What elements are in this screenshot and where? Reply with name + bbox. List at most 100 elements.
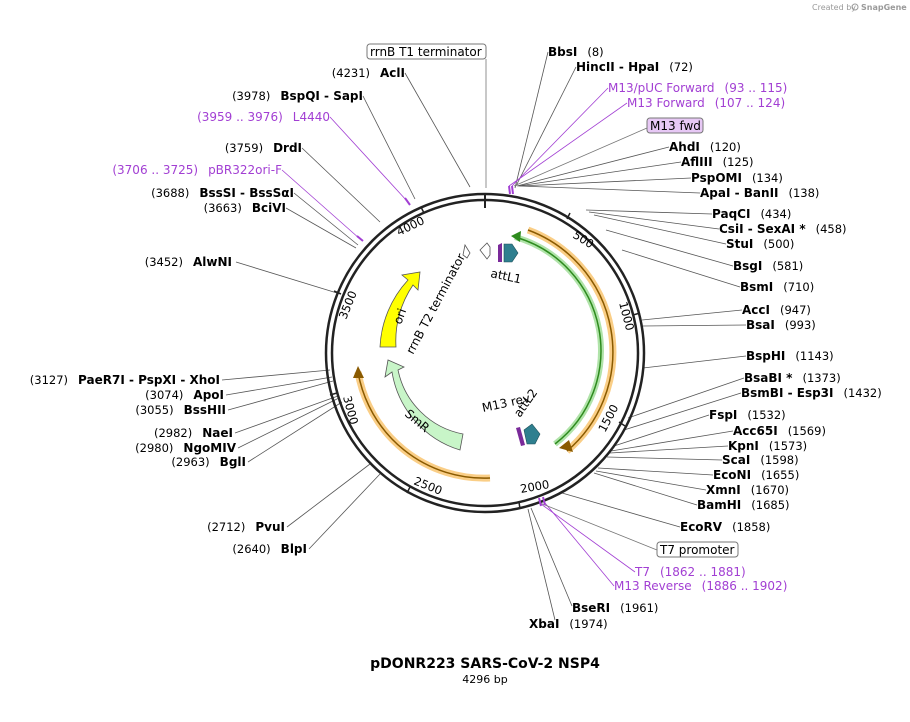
insert-inner-arrowhead — [511, 231, 521, 242]
site-label-bamhi: BamHI(1685) — [697, 498, 790, 512]
rrnb-t1-box: rrnB T1 terminator — [366, 43, 487, 60]
leader-line-t7-promoter — [539, 502, 658, 551]
leader-line-ahdi — [516, 146, 670, 187]
tick-label-1000: 1000 — [616, 300, 637, 332]
leader-line-acci — [641, 309, 743, 321]
tick-label-500: 500 — [570, 228, 596, 252]
primer-site-l4440 — [404, 197, 411, 206]
site-label-kpni: KpnI(1573) — [728, 439, 807, 453]
site-position-bsssi: (3688) — [151, 186, 189, 200]
site-position-paqci: (434) — [760, 207, 791, 221]
site-name-bsai: BsaI — [746, 318, 775, 332]
snapgene-logo-icon — [851, 3, 859, 11]
leader-line-bsphi — [642, 355, 747, 369]
plasmid-length: 4296 bp — [462, 673, 507, 686]
site-position-naei: (2982) — [154, 426, 192, 440]
site-name-apai: ApaI - BanII — [700, 186, 779, 200]
leader-line-m13r — [544, 502, 615, 587]
rrnb-t1-arrow-icon — [479, 242, 491, 260]
site-position-bsshii: (3055) — [135, 403, 173, 417]
leader-line-bsmbi — [623, 392, 742, 431]
site-name-paqci: PaqCI — [712, 207, 750, 221]
lower-left-arrowhead — [353, 366, 364, 378]
site-label-paer7i: (3127)PaeR7I - PspXI - XhoI — [30, 373, 220, 387]
site-label-bsabi: BsaBI *(1373) — [744, 371, 841, 385]
site-name-ecorv: EcoRV — [680, 520, 723, 534]
site-name-bseri: BseRI — [572, 601, 610, 615]
site-name-kpni: KpnI — [728, 439, 759, 453]
plasmid-name: pDONR223 SARS-CoV-2 NSP4 — [370, 656, 600, 672]
leader-line-econi — [597, 467, 714, 476]
site-label-m13f: M13 Forward (107 .. 124) — [627, 96, 785, 110]
leader-line-m13-fwd — [513, 127, 648, 187]
leader-line-acli — [404, 72, 471, 188]
attl1-label: attL1 — [489, 266, 522, 286]
t7-promoter-box: T7 promoter — [656, 541, 739, 558]
insert-outer-arc — [527, 229, 614, 452]
leader-line-apoi — [225, 376, 333, 396]
site-position-xbai: (1974) — [569, 617, 607, 631]
site-label-bsmi: BsmI(710) — [740, 280, 814, 294]
site-position-bsphi: (1143) — [795, 349, 833, 363]
leader-line-pspomi — [518, 177, 692, 187]
leader-line-m13puc — [511, 87, 609, 187]
site-name-aflii: AflIII — [681, 155, 713, 169]
site-name-apoi: ApoI — [193, 388, 224, 402]
site-position-bsmbi: (1432) — [843, 386, 881, 400]
primer-site-m13-reverse — [542, 496, 546, 506]
site-name-xbai: XbaI — [529, 617, 559, 631]
site-position-m13f: (107 .. 124) — [715, 96, 785, 110]
primer-sites — [356, 185, 546, 507]
site-label-ahdi: AhdI(120) — [669, 140, 741, 154]
site-label-apoi: (3074)ApoI — [145, 388, 224, 402]
site-position-bsabi: (1373) — [802, 371, 840, 385]
site-position-m13r: (1886 .. 1902) — [702, 579, 788, 593]
site-name-bspqi: BspQI - SapI — [280, 89, 363, 103]
site-position-alwni: (3452) — [145, 255, 183, 269]
site-name-pbr322: pBR322ori-F — [208, 163, 282, 177]
site-position-apai: (138) — [789, 186, 820, 200]
site-name-bsphi: BspHI — [746, 349, 785, 363]
leader-line-ngomiv — [237, 397, 340, 449]
site-label-xmni: XmnI(1670) — [706, 483, 789, 497]
credit-prefix: Created by — [812, 3, 856, 12]
tick-label-4000: 4000 — [394, 213, 426, 238]
lower-left-arc — [357, 371, 491, 479]
site-label-csii: CsiI - SexAI *(458) — [719, 222, 847, 236]
primer-site-pbr322ori — [356, 235, 364, 242]
site-name-drdi: DrdI — [273, 141, 302, 155]
label-leader-lines — [221, 51, 747, 621]
site-position-hincii: (72) — [669, 60, 693, 74]
m13-fwd-box: M13 fwd — [646, 117, 704, 134]
site-label-apai: ApaI - BanII (138) — [700, 186, 819, 200]
site-position-ahdi: (120) — [710, 140, 741, 154]
backbone — [324, 192, 646, 514]
rrnb-t1-frame — [366, 43, 487, 60]
site-position-pbr322: (3706 .. 3725) — [112, 163, 198, 177]
site-label-acc65i: Acc65I(1569) — [733, 424, 826, 438]
ori-arrow — [379, 271, 421, 348]
leader-line-bamhi — [593, 472, 698, 506]
m13-fwd-frame — [646, 117, 704, 134]
tick-3000: 3000 — [329, 392, 361, 426]
site-position-bseri: (1961) — [620, 601, 658, 615]
site-name-m13f: M13 Forward — [627, 96, 705, 110]
site-name-naei: NaeI — [202, 426, 233, 440]
site-position-bcivi: (3663) — [204, 201, 242, 215]
leader-line-drdi — [301, 147, 381, 223]
site-name-bgli: BglI — [220, 455, 246, 469]
leader-line-bsshii — [227, 380, 334, 411]
site-name-bamhi: BamHI — [697, 498, 741, 512]
leader-line-alwni — [235, 261, 338, 294]
rrnb-t2-label: rrnB T2 terminator — [403, 251, 468, 356]
site-name-econi: EcoNI — [713, 468, 751, 482]
leader-line-xmni — [595, 470, 707, 491]
site-label-bsgi: BsgI(581) — [733, 259, 803, 273]
rrnb-t1-label: rrnB T1 terminator — [370, 45, 482, 59]
leader-line-blpi — [308, 473, 381, 550]
leader-line-naei — [234, 395, 339, 434]
site-position-pvui: (2712) — [207, 520, 245, 534]
site-label-acci: AccI(947) — [742, 303, 811, 317]
leader-line-bsssi — [293, 192, 359, 246]
